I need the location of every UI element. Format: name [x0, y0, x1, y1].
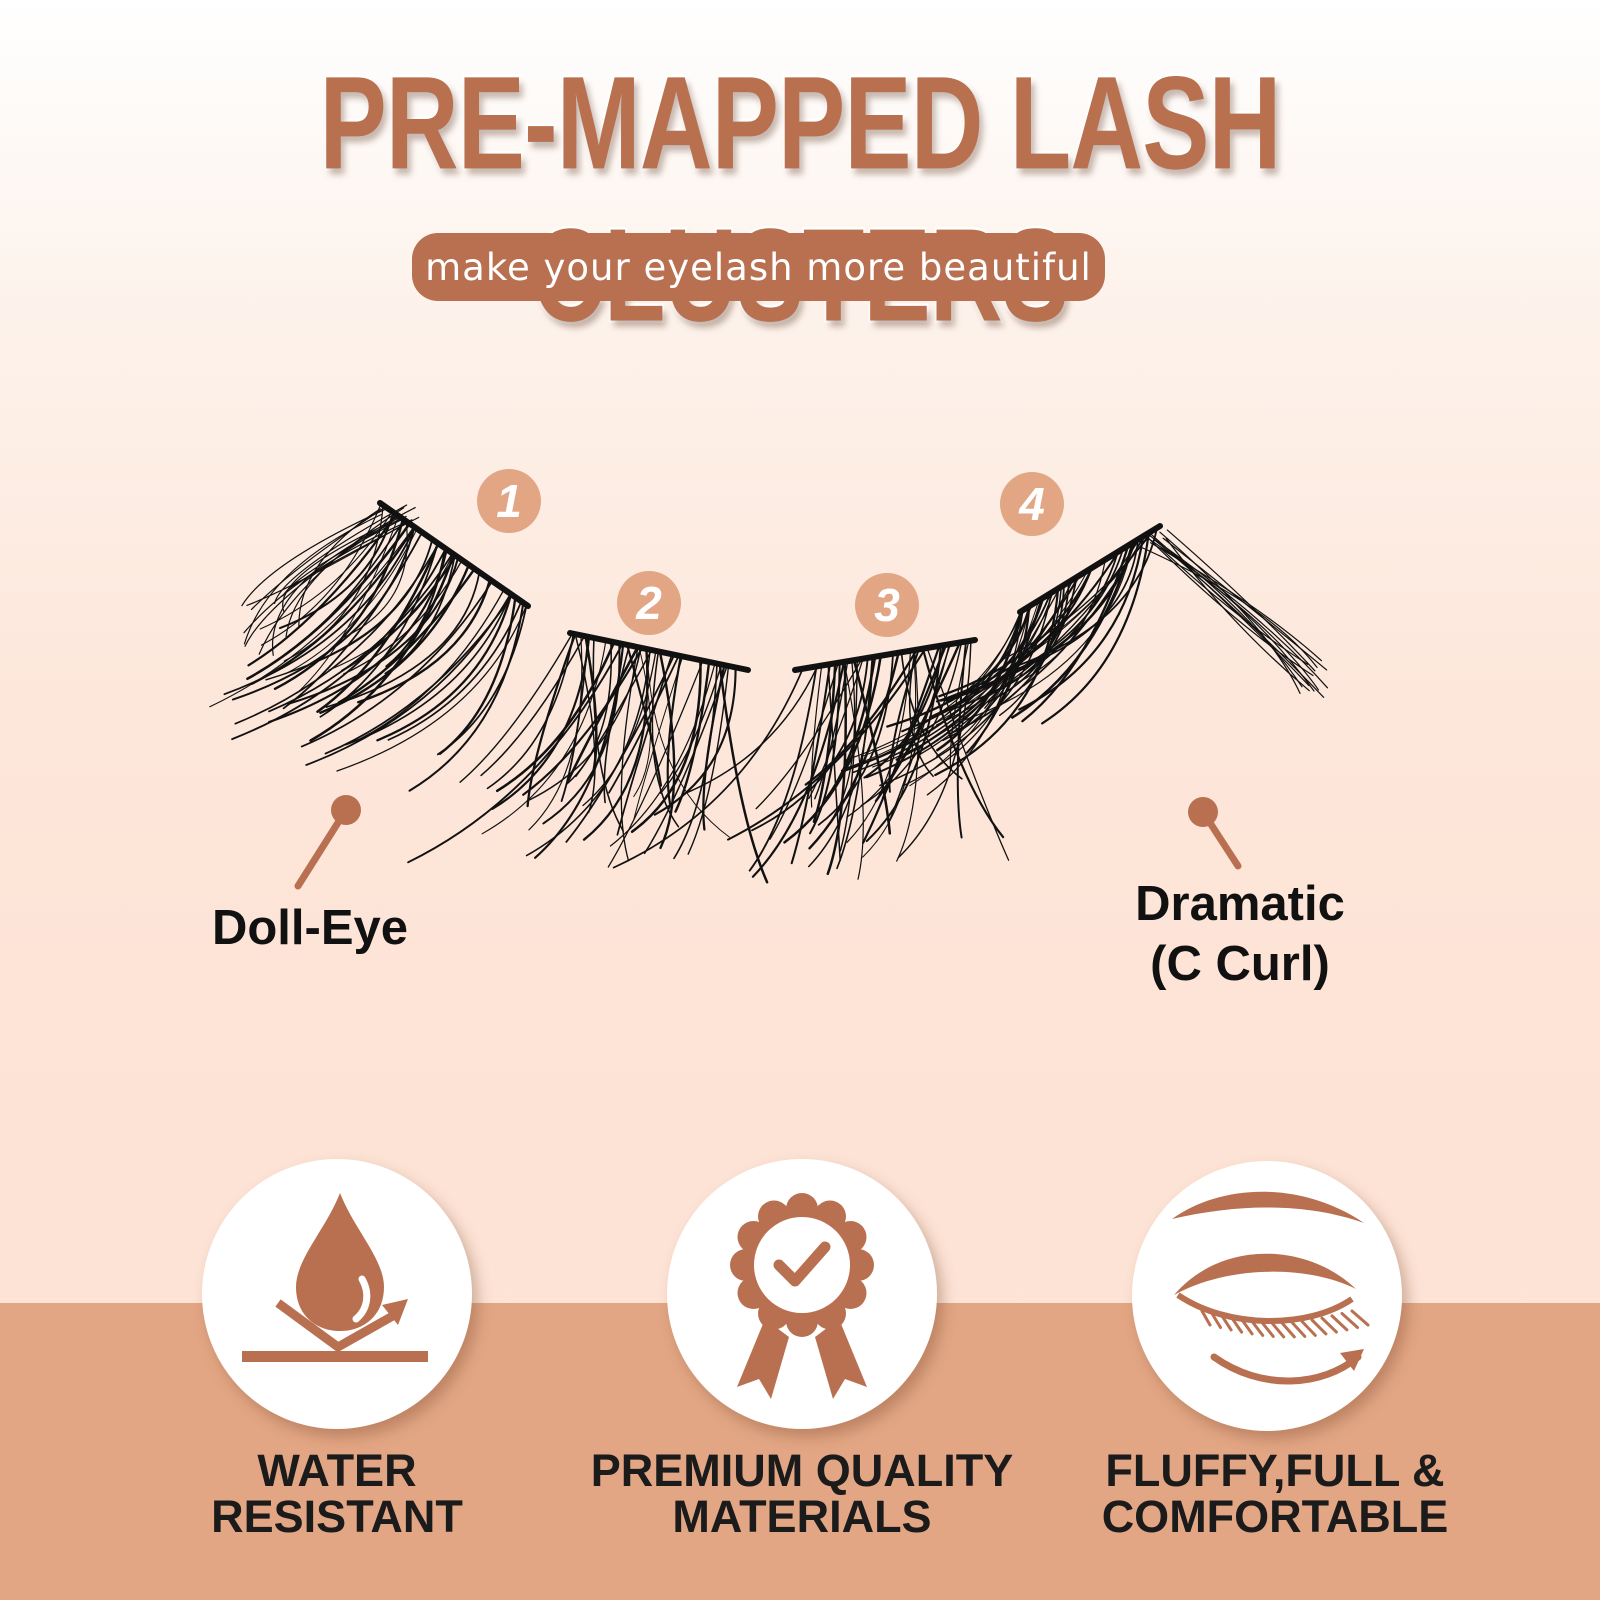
marker-1-label: 1 [496, 475, 522, 527]
marker-4: 4 [1000, 472, 1064, 536]
feature-3-line2: COMFORTABLE [1101, 1491, 1449, 1542]
award-ribbon-icon [730, 1193, 874, 1399]
marker-4-label: 4 [1018, 478, 1045, 530]
dramatic-label: Dramatic (C Curl) [1120, 874, 1360, 994]
feature-water-resistant: WATER RESISTANT [107, 1448, 567, 1540]
subtitle-text: make your eyelash more beautiful [425, 245, 1092, 289]
premium-quality-badge [667, 1159, 937, 1429]
marker-3: 3 [855, 573, 919, 637]
eye-lash-icon [1172, 1191, 1370, 1385]
feature-1-line1: WATER [257, 1445, 417, 1496]
dramatic-pointer [1188, 797, 1242, 870]
feature-fluffy-full: FLUFFY,FULL & COMFORTABLE [1045, 1448, 1505, 1540]
feature-1-line2: RESISTANT [211, 1491, 463, 1542]
feature-premium-quality: PREMIUM QUALITY MATERIALS [572, 1448, 1032, 1540]
marker-2-label: 2 [635, 577, 662, 629]
subtitle-pill: make your eyelash more beautiful [412, 233, 1105, 301]
marker-3-label: 3 [874, 579, 900, 631]
marker-2: 2 [617, 571, 681, 635]
water-resistant-badge [202, 1159, 472, 1429]
feature-2-line1: PREMIUM QUALITY [590, 1445, 1014, 1496]
dramatic-line1: Dramatic [1135, 877, 1345, 931]
doll-eye-label: Doll-Eye [211, 901, 409, 955]
lash-clusters [209, 500, 1329, 884]
water-drop-icon [242, 1193, 428, 1362]
dramatic-line2: (C Curl) [1150, 937, 1330, 991]
lash-illustration: 1 2 3 4 [209, 469, 1329, 890]
feature-2-line2: MATERIALS [672, 1491, 932, 1542]
doll-eye-pointer [294, 795, 361, 890]
fluffy-full-badge [1132, 1161, 1402, 1431]
marker-1: 1 [477, 469, 541, 533]
feature-3-line1: FLUFFY,FULL & [1105, 1445, 1445, 1496]
